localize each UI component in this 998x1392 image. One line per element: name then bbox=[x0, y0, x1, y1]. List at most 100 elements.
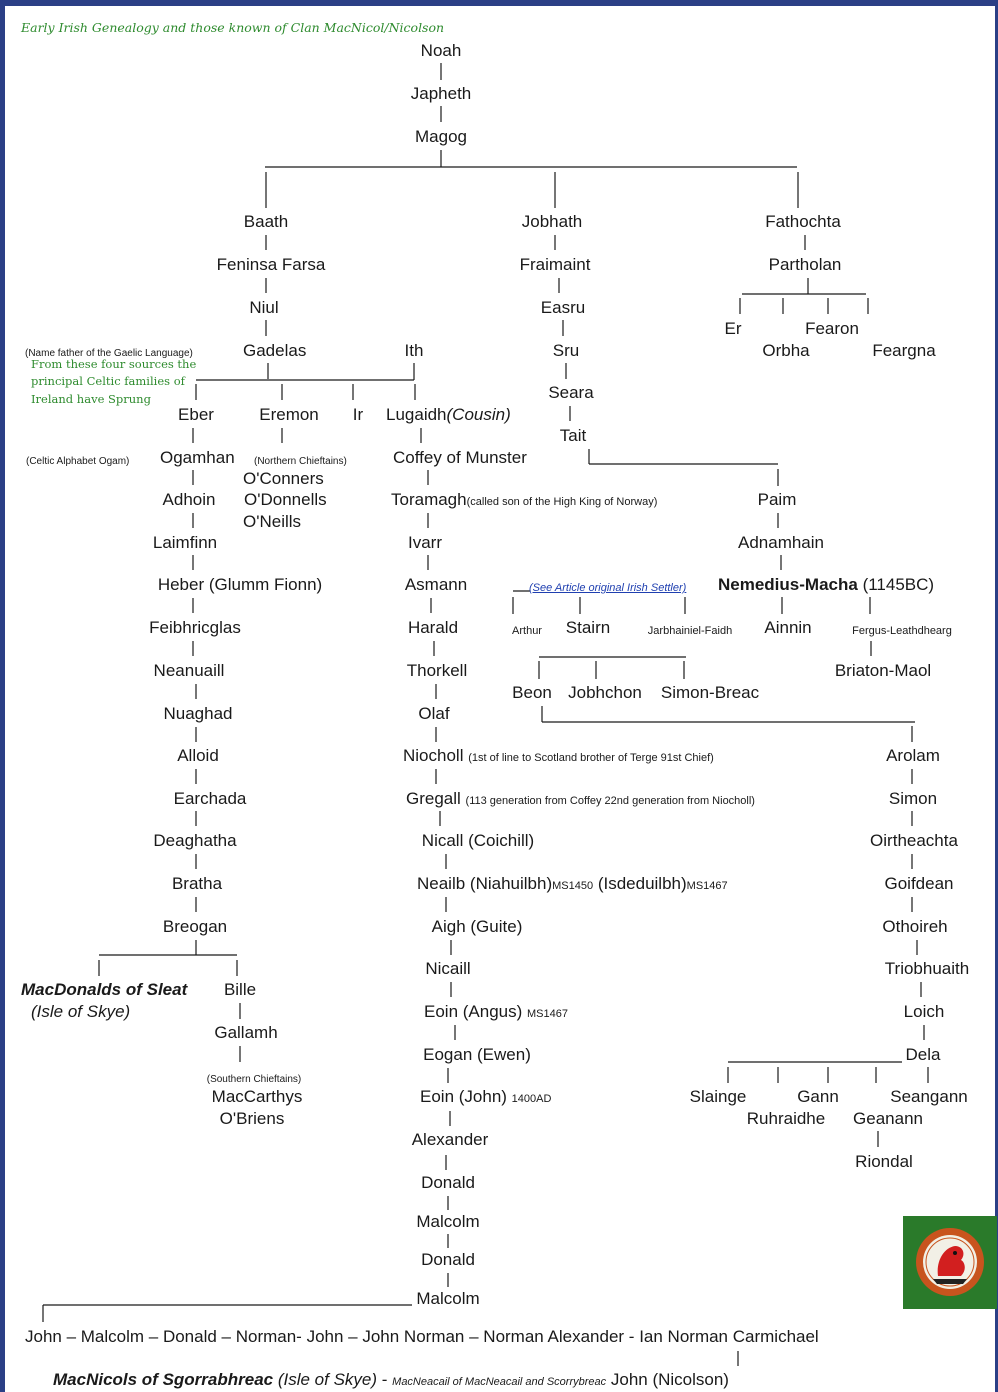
name-arolam: Arolam bbox=[886, 746, 940, 765]
name-harald: Harald bbox=[407, 618, 459, 637]
name-slainge: Slainge bbox=[689, 1087, 747, 1106]
name-lugaidh: Lugaidh(Cousin) bbox=[386, 405, 511, 424]
name-aigh: Aigh (Guite) bbox=[431, 917, 523, 936]
name-orbha: Orbha bbox=[762, 341, 810, 360]
name-sru: Sru bbox=[552, 341, 580, 360]
window-frame-right bbox=[995, 0, 998, 1392]
name-ruhraidhe: Ruhraidhe bbox=[746, 1109, 826, 1128]
name-jobhchon: Jobhchon bbox=[568, 683, 642, 702]
name-niocholl: Niocholl (1st of line to Scotland brothe… bbox=[403, 746, 714, 765]
name-gallamh: Gallamh bbox=[214, 1023, 278, 1042]
note-northern-chieftains: (Northern Chieftains) bbox=[254, 456, 347, 467]
name-nicaill: Nicaill bbox=[425, 959, 471, 978]
name-gadelas: Gadelas bbox=[243, 341, 307, 360]
name-gregall: Gregall (113 generation from Coffey 22nd… bbox=[406, 789, 755, 808]
name-oneills: O'Neills bbox=[243, 512, 302, 531]
name-paim: Paim bbox=[757, 490, 797, 509]
name-alloid: Alloid bbox=[177, 746, 219, 765]
note-four-sources-1: From these four sources the bbox=[31, 357, 197, 371]
note-southern-chieftains: (Southern Chieftains) bbox=[206, 1074, 302, 1085]
name-partholan: Partholan bbox=[768, 255, 842, 274]
name-nicall: Nicall (Coichill) bbox=[421, 831, 535, 850]
name-asmann: Asmann bbox=[404, 575, 468, 594]
name-briaton-maol: Briaton-Maol bbox=[834, 661, 932, 680]
name-toramagh: Toramagh(called son of the High King of … bbox=[391, 490, 658, 509]
name-feninsa-farsa: Feninsa Farsa bbox=[216, 255, 326, 274]
name-donald-1: Donald bbox=[421, 1173, 475, 1192]
name-jarbhainiel-faidh: Jarbhainiel-Faidh bbox=[647, 625, 733, 637]
name-maccarthys: MacCarthys bbox=[211, 1087, 303, 1106]
name-earchada: Earchada bbox=[173, 789, 247, 808]
name-ogamhan: Ogamhan bbox=[160, 448, 235, 467]
name-macdonalds-isle-of-skye: (Isle of Skye) bbox=[31, 1002, 131, 1021]
name-eber: Eber bbox=[178, 405, 214, 424]
name-adhoin: Adhoin bbox=[162, 490, 216, 509]
name-neanuaill: Neanuaill bbox=[153, 661, 225, 680]
name-ainnin: Ainnin bbox=[764, 618, 812, 637]
clan-crest-badge bbox=[903, 1216, 997, 1309]
name-magog: Magog bbox=[415, 127, 467, 146]
page-title: Early Irish Genealogy and those known of… bbox=[21, 20, 445, 35]
name-eoin-john: Eoin (John) 1400AD bbox=[420, 1087, 552, 1106]
name-beon: Beon bbox=[512, 683, 552, 702]
name-breogan: Breogan bbox=[162, 917, 228, 936]
name-adnamhain: Adnamhain bbox=[737, 533, 825, 552]
name-fearon: Fearon bbox=[805, 319, 859, 338]
note-four-sources-2: principal Celtic families of bbox=[31, 374, 185, 388]
name-geanann: Geanann bbox=[853, 1109, 923, 1128]
name-coffey-of-munster: Coffey of Munster bbox=[393, 448, 527, 467]
name-eremon: Eremon bbox=[259, 405, 319, 424]
name-niul: Niul bbox=[249, 298, 279, 317]
name-dela: Dela bbox=[905, 1045, 941, 1064]
macnicols-of-sgorrabhreac-line: MacNicols of Sgorrabhreac (Isle of Skye)… bbox=[53, 1370, 729, 1389]
name-arthur: Arthur bbox=[512, 625, 542, 637]
name-jobhath: Jobhath bbox=[521, 212, 583, 231]
name-nemedius-macha: Nemedius-Macha (1145BC) bbox=[718, 575, 935, 594]
name-olaf: Olaf bbox=[418, 704, 450, 723]
name-ivarr: Ivarr bbox=[408, 533, 442, 552]
window-frame-top bbox=[0, 0, 998, 6]
name-triobhuaith: Triobhuaith bbox=[884, 959, 970, 978]
name-easru: Easru bbox=[540, 298, 586, 317]
name-tait: Tait bbox=[559, 426, 587, 445]
name-eogan: Eogan (Ewen) bbox=[423, 1045, 531, 1064]
note-gaelic-language: (Name father of the Gaelic Language) bbox=[25, 348, 193, 359]
name-malcolm-1: Malcolm bbox=[416, 1212, 480, 1231]
name-ir: Ir bbox=[352, 405, 364, 424]
name-feibhricglas: Feibhricglas bbox=[149, 618, 241, 637]
name-goifdean: Goifdean bbox=[884, 874, 954, 893]
name-obriens: O'Briens bbox=[219, 1109, 285, 1128]
name-noah: Noah bbox=[420, 41, 462, 60]
name-feargna: Feargna bbox=[872, 341, 936, 360]
name-oirtheachta: Oirtheachta bbox=[870, 831, 958, 850]
name-simon-breac: Simon-Breac bbox=[660, 683, 760, 702]
name-malcolm-2: Malcolm bbox=[416, 1289, 480, 1308]
name-donald-2: Donald bbox=[421, 1250, 475, 1269]
name-loich: Loich bbox=[903, 1002, 945, 1021]
name-neailb: Neailb (Niahuilbh)MS1450 (Isdeduilbh)MS1… bbox=[417, 874, 728, 893]
name-gann: Gann bbox=[797, 1087, 839, 1106]
crest-icon bbox=[903, 1216, 997, 1309]
name-laimfinn: Laimfinn bbox=[152, 533, 218, 552]
name-deaghatha: Deaghatha bbox=[153, 831, 237, 850]
name-thorkell: Thorkell bbox=[406, 661, 468, 680]
name-eoin-angus: Eoin (Angus) MS1467 bbox=[424, 1002, 568, 1021]
name-ith: Ith bbox=[404, 341, 424, 360]
name-riondal: Riondal bbox=[855, 1152, 913, 1171]
name-alexander: Alexander bbox=[411, 1130, 489, 1149]
name-japheth: Japheth bbox=[410, 84, 472, 103]
name-odonnells: O'Donnells bbox=[244, 490, 327, 509]
link-see-article-irish-settler[interactable]: (See Article original Irish Settler) bbox=[529, 582, 687, 594]
name-oconners: O'Conners bbox=[243, 469, 324, 488]
note-celtic-alphabet: (Celtic Alphabet Ogam) bbox=[26, 456, 130, 467]
name-fergus-leathdhearg: Fergus-Leathdhearg bbox=[852, 625, 952, 637]
note-four-sources-3: Ireland have Sprung bbox=[31, 392, 151, 406]
name-simon: Simon bbox=[888, 789, 938, 808]
name-bratha: Bratha bbox=[171, 874, 223, 893]
name-stairn: Stairn bbox=[565, 618, 611, 637]
name-seangann: Seangann bbox=[890, 1087, 968, 1106]
name-fathochta: Fathochta bbox=[765, 212, 841, 231]
name-nuaghad: Nuaghad bbox=[163, 704, 233, 723]
name-seara: Seara bbox=[548, 383, 594, 402]
